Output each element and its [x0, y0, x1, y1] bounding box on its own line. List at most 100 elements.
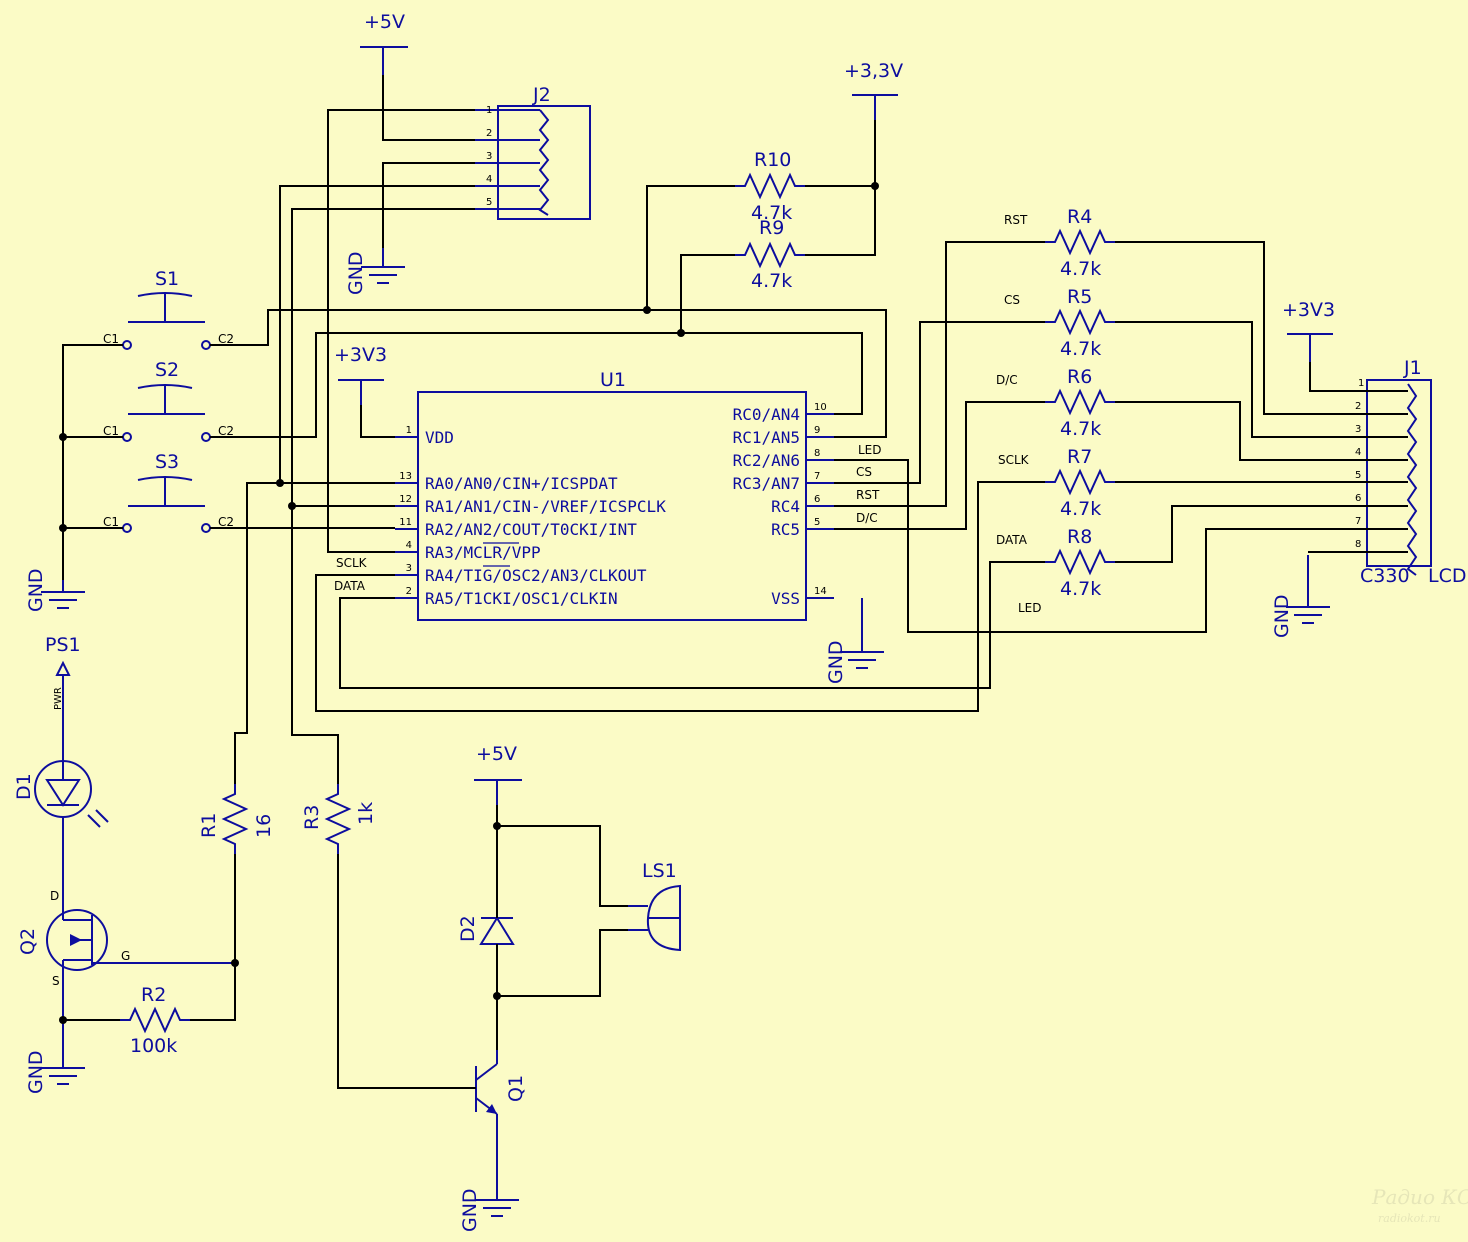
mosfet-q2: Q2 D G S	[17, 889, 235, 1020]
connector-j2: J2 1 2 3 4 5	[475, 84, 591, 220]
ls1-ref: LS1	[642, 860, 677, 882]
r7-ref: R7	[1067, 446, 1092, 468]
r2-value: 100k	[130, 1035, 177, 1057]
u1-pin-vdd: VDD	[425, 428, 454, 447]
r3-value: 1k	[355, 802, 377, 825]
svg-text:4: 4	[486, 174, 492, 185]
switch-pin-label: C1	[103, 424, 119, 438]
diode-d2: D2	[457, 915, 515, 945]
gnd-label: GND	[345, 251, 367, 295]
svg-text:8: 8	[1355, 539, 1361, 550]
net-label-rst: RST	[856, 488, 880, 502]
r1-ref: R1	[198, 813, 220, 838]
j1-value: C330	[1360, 565, 1410, 587]
r4-value: 4.7k	[1060, 258, 1101, 280]
u1-pin-ra5: RA5/T1CKI/OSC1/CLKIN	[425, 589, 618, 608]
switch-pin-label: C1	[103, 515, 119, 529]
led-d1: D1	[13, 760, 109, 828]
r7-value: 4.7k	[1060, 498, 1101, 520]
switch-pin-label: C2	[218, 515, 234, 529]
u1-pinnum: 9	[814, 425, 820, 436]
u1-pinnum: 2	[406, 586, 412, 597]
net-label-data: DATA	[996, 533, 1028, 547]
r1-value: 16	[253, 814, 275, 838]
svg-text:2: 2	[486, 128, 492, 139]
u1-pinnum: 13	[399, 471, 412, 482]
transistor-q1: Q1	[475, 1050, 527, 1130]
gnd-label: GND	[1271, 594, 1293, 638]
switch-s2: S2	[122, 359, 211, 442]
j1-ref: J1	[1403, 357, 1422, 379]
switch-s1: S1	[122, 268, 211, 350]
gnd-label: GND	[459, 1188, 481, 1232]
gnd-label: GND	[825, 640, 847, 684]
net-label-led: LED	[858, 443, 882, 457]
r8-value: 4.7k	[1060, 578, 1101, 600]
svg-text:2: 2	[1355, 401, 1361, 412]
u1-pinnum: 3	[406, 563, 412, 574]
u1-pin-rc1: RC1/AN5	[733, 428, 800, 447]
svg-text:7: 7	[1355, 516, 1361, 527]
r10-ref: R10	[754, 149, 791, 171]
r4-ref: R4	[1067, 206, 1092, 228]
svg-text:1: 1	[1358, 378, 1364, 389]
q2-ref: Q2	[17, 928, 39, 955]
switch-pin-label: C2	[218, 332, 234, 346]
net-label-cs: CS	[856, 465, 872, 479]
u1-pinnum: 5	[814, 517, 820, 528]
svg-text:3: 3	[486, 151, 492, 162]
power-33v: +3,3V	[844, 60, 903, 120]
r6-ref: R6	[1067, 366, 1092, 388]
ic-u1: U1 VDD RA0/AN0/CIN+/ICSPDAT RA1/AN1/CIN-…	[395, 369, 834, 621]
u1-pinnum: 1	[406, 425, 412, 436]
net-label-rst: RST	[1004, 213, 1028, 227]
q1-ref: Q1	[505, 1075, 527, 1102]
gnd-u1: GND	[825, 598, 885, 684]
svg-text:3: 3	[1355, 424, 1361, 435]
u1-pin-ra4: RA4/TIG/OSC2/AN3/CLKOUT	[425, 566, 647, 585]
r9-value: 4.7k	[751, 270, 792, 292]
power-label: +5V	[364, 11, 405, 33]
power-sense-ps1: PS1 PWR	[45, 634, 81, 760]
r5-ref: R5	[1067, 286, 1092, 308]
power-3v3-left: +3V3	[334, 344, 387, 405]
net-label-dc: D/C	[996, 373, 1018, 387]
gnd-j2: GND	[345, 248, 406, 295]
pwr-label: PWR	[53, 687, 64, 710]
s1-ref: S1	[155, 268, 179, 290]
power-3v3-right: +3V3	[1282, 299, 1335, 362]
gnd-j1: GND	[1271, 555, 1331, 638]
pin-letter: D	[50, 889, 59, 903]
u1-pin-rc0: RC0/AN4	[733, 405, 800, 424]
u1-ref: U1	[600, 369, 626, 391]
u1-pinnum: 7	[814, 471, 820, 482]
r2-ref: R2	[141, 984, 166, 1006]
u1-pinnum: 12	[399, 494, 412, 505]
net-label-sclk: SCLK	[998, 453, 1030, 467]
r9-ref: R9	[759, 217, 784, 239]
u1-pin-ra0: RA0/AN0/CIN+/ICSPDAT	[425, 474, 618, 493]
connector-j1: J1 1 2 3 4 5 6 7 8 C330 LCD	[1355, 357, 1466, 587]
u1-pin-rc2: RC2/AN6	[733, 451, 800, 470]
gnd-label: GND	[25, 568, 47, 612]
wires	[62, 75, 1408, 1089]
net-label-cs: CS	[1004, 293, 1020, 307]
u1-pin-ra3: RA3/MCLR/VPP	[425, 543, 541, 562]
u1-pinnum: 4	[406, 540, 412, 551]
power-label: +3V3	[334, 344, 387, 366]
gnd-q2: GND	[25, 1020, 86, 1094]
net-label-sclk: SCLK	[336, 556, 368, 570]
power-label: +3V3	[1282, 299, 1335, 321]
switch-pin-label: C2	[218, 424, 234, 438]
svg-text:4: 4	[1355, 447, 1361, 458]
net-label-dc: D/C	[856, 511, 878, 525]
svg-text:5: 5	[486, 197, 492, 208]
r8-ref: R8	[1067, 526, 1092, 548]
watermark-line2: radiokot.ru	[1378, 1212, 1441, 1225]
watermark-line1: Радио КОТ	[1371, 1185, 1468, 1209]
u1-pinnum: 14	[814, 586, 827, 597]
u1-pin-ra1: RA1/AN1/CIN-/VREF/ICSPCLK	[425, 497, 666, 516]
u1-pinnum: 10	[814, 402, 827, 413]
d1-ref: D1	[13, 773, 35, 800]
junctions	[59, 182, 879, 1024]
